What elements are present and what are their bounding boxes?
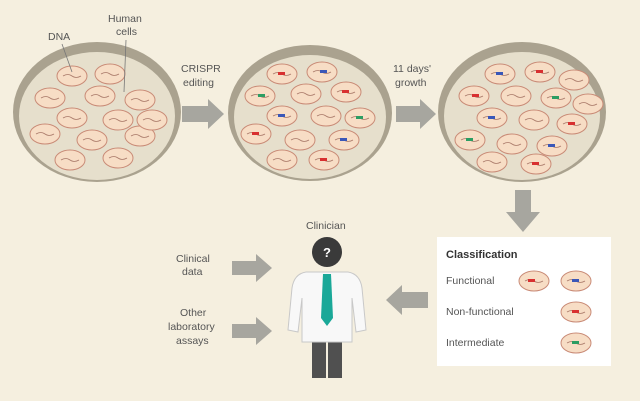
crispr-label-line1: CRISPR — [181, 63, 221, 75]
non-functional-label: Non-functional — [446, 306, 514, 318]
question-mark-icon: ? — [323, 245, 331, 260]
arrow-to-clinician — [386, 285, 428, 315]
dna-pointer-line — [61, 43, 73, 73]
human-cells-label-line2: cells — [116, 26, 137, 38]
arrow-clinical-data — [232, 254, 272, 282]
human-cells-pointer-line — [123, 39, 127, 93]
edit-markers — [252, 70, 363, 161]
human-cells-label-line1: Human — [108, 13, 142, 25]
clinician-tie — [321, 274, 333, 326]
arrow-to-classification — [506, 190, 540, 232]
clinician-label: Clinician — [306, 220, 346, 232]
dna-label: DNA — [48, 31, 70, 43]
arrow-to-crispr-dish — [182, 99, 224, 129]
petri-dish-edited — [228, 45, 392, 181]
clinical-data-label-line2: data — [182, 266, 203, 278]
clinician-head — [312, 237, 342, 267]
functional-cells — [518, 270, 592, 292]
petri-dish-initial — [13, 42, 181, 182]
arrow-other-assays — [232, 317, 272, 345]
classification-panel: Classification Functional Non-functional… — [437, 237, 611, 366]
non-functional-cell — [560, 301, 592, 323]
other-assays-label-line3: assays — [176, 335, 209, 347]
intermediate-cell — [560, 332, 592, 354]
growth-label-line2: growth — [395, 77, 427, 89]
grown-markers — [466, 70, 575, 165]
growth-label-line1: 11 days' — [393, 63, 431, 75]
crispr-label-line2: editing — [183, 77, 214, 89]
other-assays-label-line1: Other — [180, 307, 207, 319]
arrow-to-growth-dish — [396, 99, 436, 129]
other-assays-label-line2: laboratory — [168, 321, 215, 333]
petri-dish-grown — [438, 42, 606, 182]
functional-label: Functional — [446, 275, 494, 287]
classification-title: Classification — [446, 249, 518, 261]
intermediate-label: Intermediate — [446, 337, 505, 349]
clinical-data-label-line1: Clinical — [176, 253, 210, 265]
clinician-figure: ? — [287, 237, 367, 378]
